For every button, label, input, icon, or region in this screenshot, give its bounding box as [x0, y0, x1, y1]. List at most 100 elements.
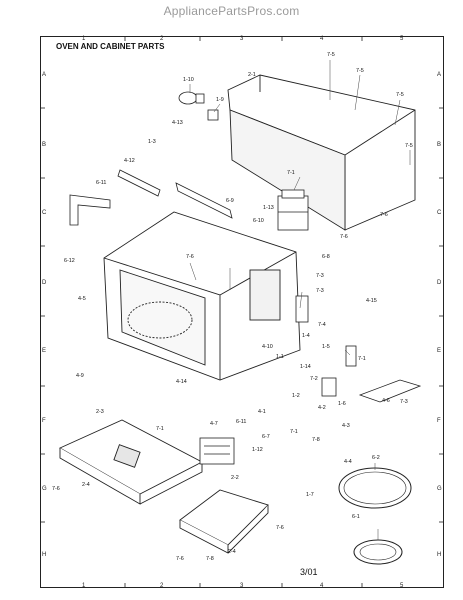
col-label: 4	[320, 583, 324, 589]
part-labels: 7-5 7-5 7-5 7-5 2-1 1-10 1-9 4-13 1-3 4-…	[52, 52, 413, 562]
row-label: A	[42, 72, 46, 78]
part-label: 4-15	[366, 298, 377, 304]
base-tray	[59, 419, 203, 505]
part-label: 7-3	[316, 288, 324, 294]
part-label: 1-10	[183, 77, 194, 83]
part-label: 7-6	[176, 556, 184, 562]
part-label: 7-8	[312, 437, 320, 443]
part-label: 6-1	[352, 514, 360, 520]
col-label: 1	[82, 36, 86, 42]
part-label: 7-1	[290, 429, 298, 435]
part-label: 7-5	[356, 68, 364, 74]
part-label: 7-5	[327, 52, 335, 58]
row-label: F	[42, 418, 46, 424]
revision-date: 3/01	[300, 567, 318, 577]
part-label: 4-4	[344, 459, 352, 465]
part-label: 6-9	[226, 198, 234, 204]
col-label: 5	[400, 36, 404, 42]
col-label: 2	[160, 36, 164, 42]
row-label: G	[42, 486, 47, 492]
part-label: 1-5	[322, 344, 330, 350]
part-label: 1-4	[302, 333, 310, 339]
part-label: 1-12	[252, 447, 263, 453]
part-label: 1-9	[216, 97, 224, 103]
row-label: B	[42, 142, 46, 148]
col-label: 3	[240, 36, 244, 42]
col-label: 5	[400, 583, 404, 589]
diagram-frame	[40, 36, 444, 588]
part-label: 7-6	[186, 254, 194, 260]
part-label: 4-2	[318, 405, 326, 411]
part-label: 7-6	[340, 234, 348, 240]
bottom-plate	[179, 489, 269, 554]
part-label: 6-7	[262, 434, 270, 440]
row-label: G	[437, 486, 442, 492]
part-label: 2-2	[231, 475, 239, 481]
site-watermark: AppliancePartsPros.com	[163, 4, 300, 18]
part-label: 7-6	[276, 525, 284, 531]
part-label: 7-1	[358, 356, 366, 362]
part-label: 1-6	[338, 401, 346, 407]
part-label: 7-3	[400, 399, 408, 405]
row-label: B	[437, 142, 441, 148]
part-label: 7-1	[156, 426, 164, 432]
row-label: C	[42, 210, 47, 216]
row-label: C	[437, 210, 442, 216]
part-label: 7-1	[287, 170, 295, 176]
part-label: 7-8	[206, 556, 214, 562]
part-label: 7-5	[405, 143, 413, 149]
part-label: 1-14	[300, 364, 311, 370]
part-label: 7-5	[396, 92, 404, 98]
row-label: F	[437, 418, 441, 424]
col-label: 4	[320, 36, 324, 42]
row-label: E	[42, 348, 46, 354]
part-label: 4-5	[78, 296, 86, 302]
part-label: 7-6	[380, 212, 388, 218]
transformer	[277, 189, 309, 231]
part-label: 2-4	[82, 482, 90, 488]
part-label: 6-11	[96, 180, 106, 186]
part-label: 7-3	[316, 273, 324, 279]
part-label: 1-3	[148, 139, 156, 145]
part-label: 1-1	[276, 354, 284, 360]
row-label: H	[437, 552, 441, 558]
part-label: 6-2	[372, 455, 380, 461]
part-label: 4-13	[172, 120, 183, 126]
part-label: 1-13	[263, 205, 274, 211]
col-label: 2	[160, 583, 164, 589]
part-label: 4-7	[210, 421, 218, 427]
part-label: 2-1	[248, 72, 256, 78]
roller-ring	[353, 539, 403, 565]
part-label: 7-6	[52, 486, 60, 492]
oven-lamp	[178, 91, 219, 121]
part-label: 4-1	[258, 409, 266, 415]
leader-lines	[189, 60, 411, 540]
part-label: 4-14	[176, 379, 187, 385]
row-label: D	[437, 280, 442, 286]
part-label: 7-4	[318, 322, 326, 328]
part-label: 4-12	[124, 158, 135, 164]
part-label: 6-10	[253, 218, 264, 224]
part-label: 4-6	[382, 398, 390, 404]
part-label: 1-2	[292, 393, 300, 399]
outer-cabinet	[227, 74, 416, 231]
part-label: 7-2	[310, 376, 318, 382]
row-label: D	[42, 280, 47, 286]
turntable-tray	[338, 467, 412, 509]
door-latch-parts	[69, 169, 233, 226]
part-label: 6-8	[322, 254, 330, 260]
col-label: 3	[240, 583, 244, 589]
part-label: 6-11	[236, 419, 246, 425]
part-label: 4-9	[76, 373, 84, 379]
part-label: 2-3	[96, 409, 104, 415]
part-label: 2-4	[228, 549, 236, 555]
control-unit	[199, 437, 235, 465]
col-label: 1	[82, 583, 86, 589]
row-label: A	[437, 72, 441, 78]
row-label: H	[42, 552, 46, 558]
part-label: 4-3	[342, 423, 350, 429]
row-label: E	[437, 348, 441, 354]
part-label: 1-7	[306, 492, 314, 498]
part-label: 4-10	[262, 344, 273, 350]
